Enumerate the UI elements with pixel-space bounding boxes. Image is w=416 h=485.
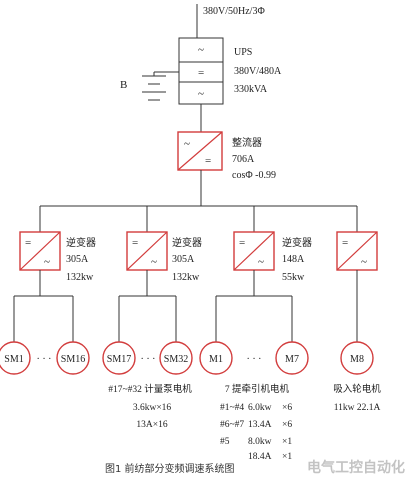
- rectifier: ~ = 整流器 706A cosΦ -0.99: [177, 131, 276, 181]
- inverter-4-ac-symbol: ~: [361, 256, 367, 268]
- rectifier-pf: cosΦ -0.99: [232, 170, 276, 181]
- group-2-row4-value: 18.4A: [248, 452, 272, 462]
- group-2-row2-name: #6~#7: [220, 420, 244, 430]
- ups-title: UPS: [234, 47, 252, 58]
- ups-symbol-3: ~: [198, 88, 204, 100]
- inverter-3-ac-symbol: ~: [258, 256, 264, 268]
- figure-caption: 图1 前纺部分变频调速系统图: [105, 462, 235, 475]
- group-2-row4-mult: ×1: [282, 452, 292, 462]
- supply-label: 380V/50Hz/3Φ: [203, 6, 265, 17]
- ups-symbol-1: ~: [198, 44, 204, 56]
- battery: B: [120, 71, 179, 101]
- inverter-3-current: 148A: [282, 254, 305, 265]
- inverter-1-power: 132kw: [66, 272, 94, 283]
- group-3-line1: 11kw 22.1A: [334, 403, 381, 413]
- motor-sm32: SM32: [164, 354, 188, 365]
- inverter-2-title: 逆变器: [172, 236, 202, 249]
- group-2-row2-mult: ×6: [282, 420, 292, 430]
- motor-feeders: [13, 270, 358, 342]
- inverter-4-dc-symbol: =: [342, 237, 348, 249]
- ellipsis-3: · · ·: [247, 354, 262, 365]
- motor-sm16: SM16: [61, 354, 85, 365]
- ups-power: 330kVA: [234, 84, 268, 95]
- group-2-row3-value: 8.0kw: [248, 437, 272, 447]
- ellipsis-1: · · ·: [37, 354, 52, 365]
- group-2-row3-name: #5: [220, 437, 230, 447]
- group-2-row1-value: 6.0kw: [248, 403, 272, 413]
- inverter-1-current: 305A: [66, 254, 89, 265]
- inverter-1-ac-symbol: ~: [44, 256, 50, 268]
- inverter-1-dc-symbol: =: [25, 237, 31, 249]
- group-2-row1-name: #1~#4: [220, 403, 244, 413]
- rectifier-symbol-ac: ~: [184, 138, 190, 150]
- motor-sm17: SM17: [107, 354, 131, 365]
- motor-m8: M8: [350, 354, 364, 365]
- ellipsis-2: · · ·: [141, 354, 156, 365]
- inverter-2-dc-symbol: =: [132, 237, 138, 249]
- supply: 380V/50Hz/3Φ: [196, 4, 265, 38]
- motor-m7: M7: [285, 354, 299, 365]
- watermark: 电气工控自动化: [307, 459, 405, 476]
- group-3-title: 吸入轮电机: [333, 383, 381, 395]
- rectifier-symbol-dc: =: [205, 155, 211, 167]
- inverter-3: = ~ 逆变器 148A 55kw: [233, 231, 312, 283]
- group-1-line1: 3.6kw×16: [133, 403, 172, 413]
- dc-bus: [39, 170, 358, 232]
- ups-voltage: 380V/480A: [234, 66, 282, 77]
- group-2-title: 7 提牵引机电机: [225, 383, 290, 395]
- inverter-3-power: 55kw: [282, 272, 305, 283]
- rectifier-current: 706A: [232, 154, 255, 165]
- motor-sm1: SM1: [4, 354, 23, 365]
- inverter-3-dc-symbol: =: [239, 237, 245, 249]
- inverter-2-power: 132kw: [172, 272, 200, 283]
- group-2-row2-value: 13.4A: [248, 420, 272, 430]
- inverter-4: = ~: [336, 231, 378, 271]
- inverter-1: = ~ 逆变器 305A 132kw: [19, 231, 96, 283]
- battery-label: B: [120, 79, 127, 91]
- group-3-notes: 吸入轮电机 11kw 22.1A: [333, 383, 381, 413]
- motor-m1: M1: [209, 354, 223, 365]
- inverter-1-title: 逆变器: [66, 236, 96, 249]
- motors: SM1 SM16 SM17 SM32 M1 M7 M8 · · · · · · …: [0, 341, 374, 375]
- ups-symbol-2: =: [198, 67, 204, 79]
- group-2-row3-mult: ×1: [282, 437, 292, 447]
- inverter-3-title: 逆变器: [282, 236, 312, 249]
- group-1-notes: #17~#32 计量泵电机 3.6kw×16 13A×16: [108, 383, 192, 430]
- inverter-2: = ~ 逆变器 305A 132kw: [126, 231, 202, 283]
- inverter-2-current: 305A: [172, 254, 195, 265]
- rectifier-title: 整流器: [232, 136, 262, 149]
- group-2-row1-mult: ×6: [282, 403, 292, 413]
- group-2-notes: 7 提牵引机电机 #1~#4 6.0kw ×6 #6~#7 13.4A ×6 #…: [220, 383, 292, 462]
- group-1-title: #17~#32 计量泵电机: [108, 383, 192, 395]
- ups: ~ = ~ UPS 380V/480A 330kVA: [178, 37, 282, 105]
- inverter-2-ac-symbol: ~: [151, 256, 157, 268]
- group-1-line2: 13A×16: [136, 420, 167, 430]
